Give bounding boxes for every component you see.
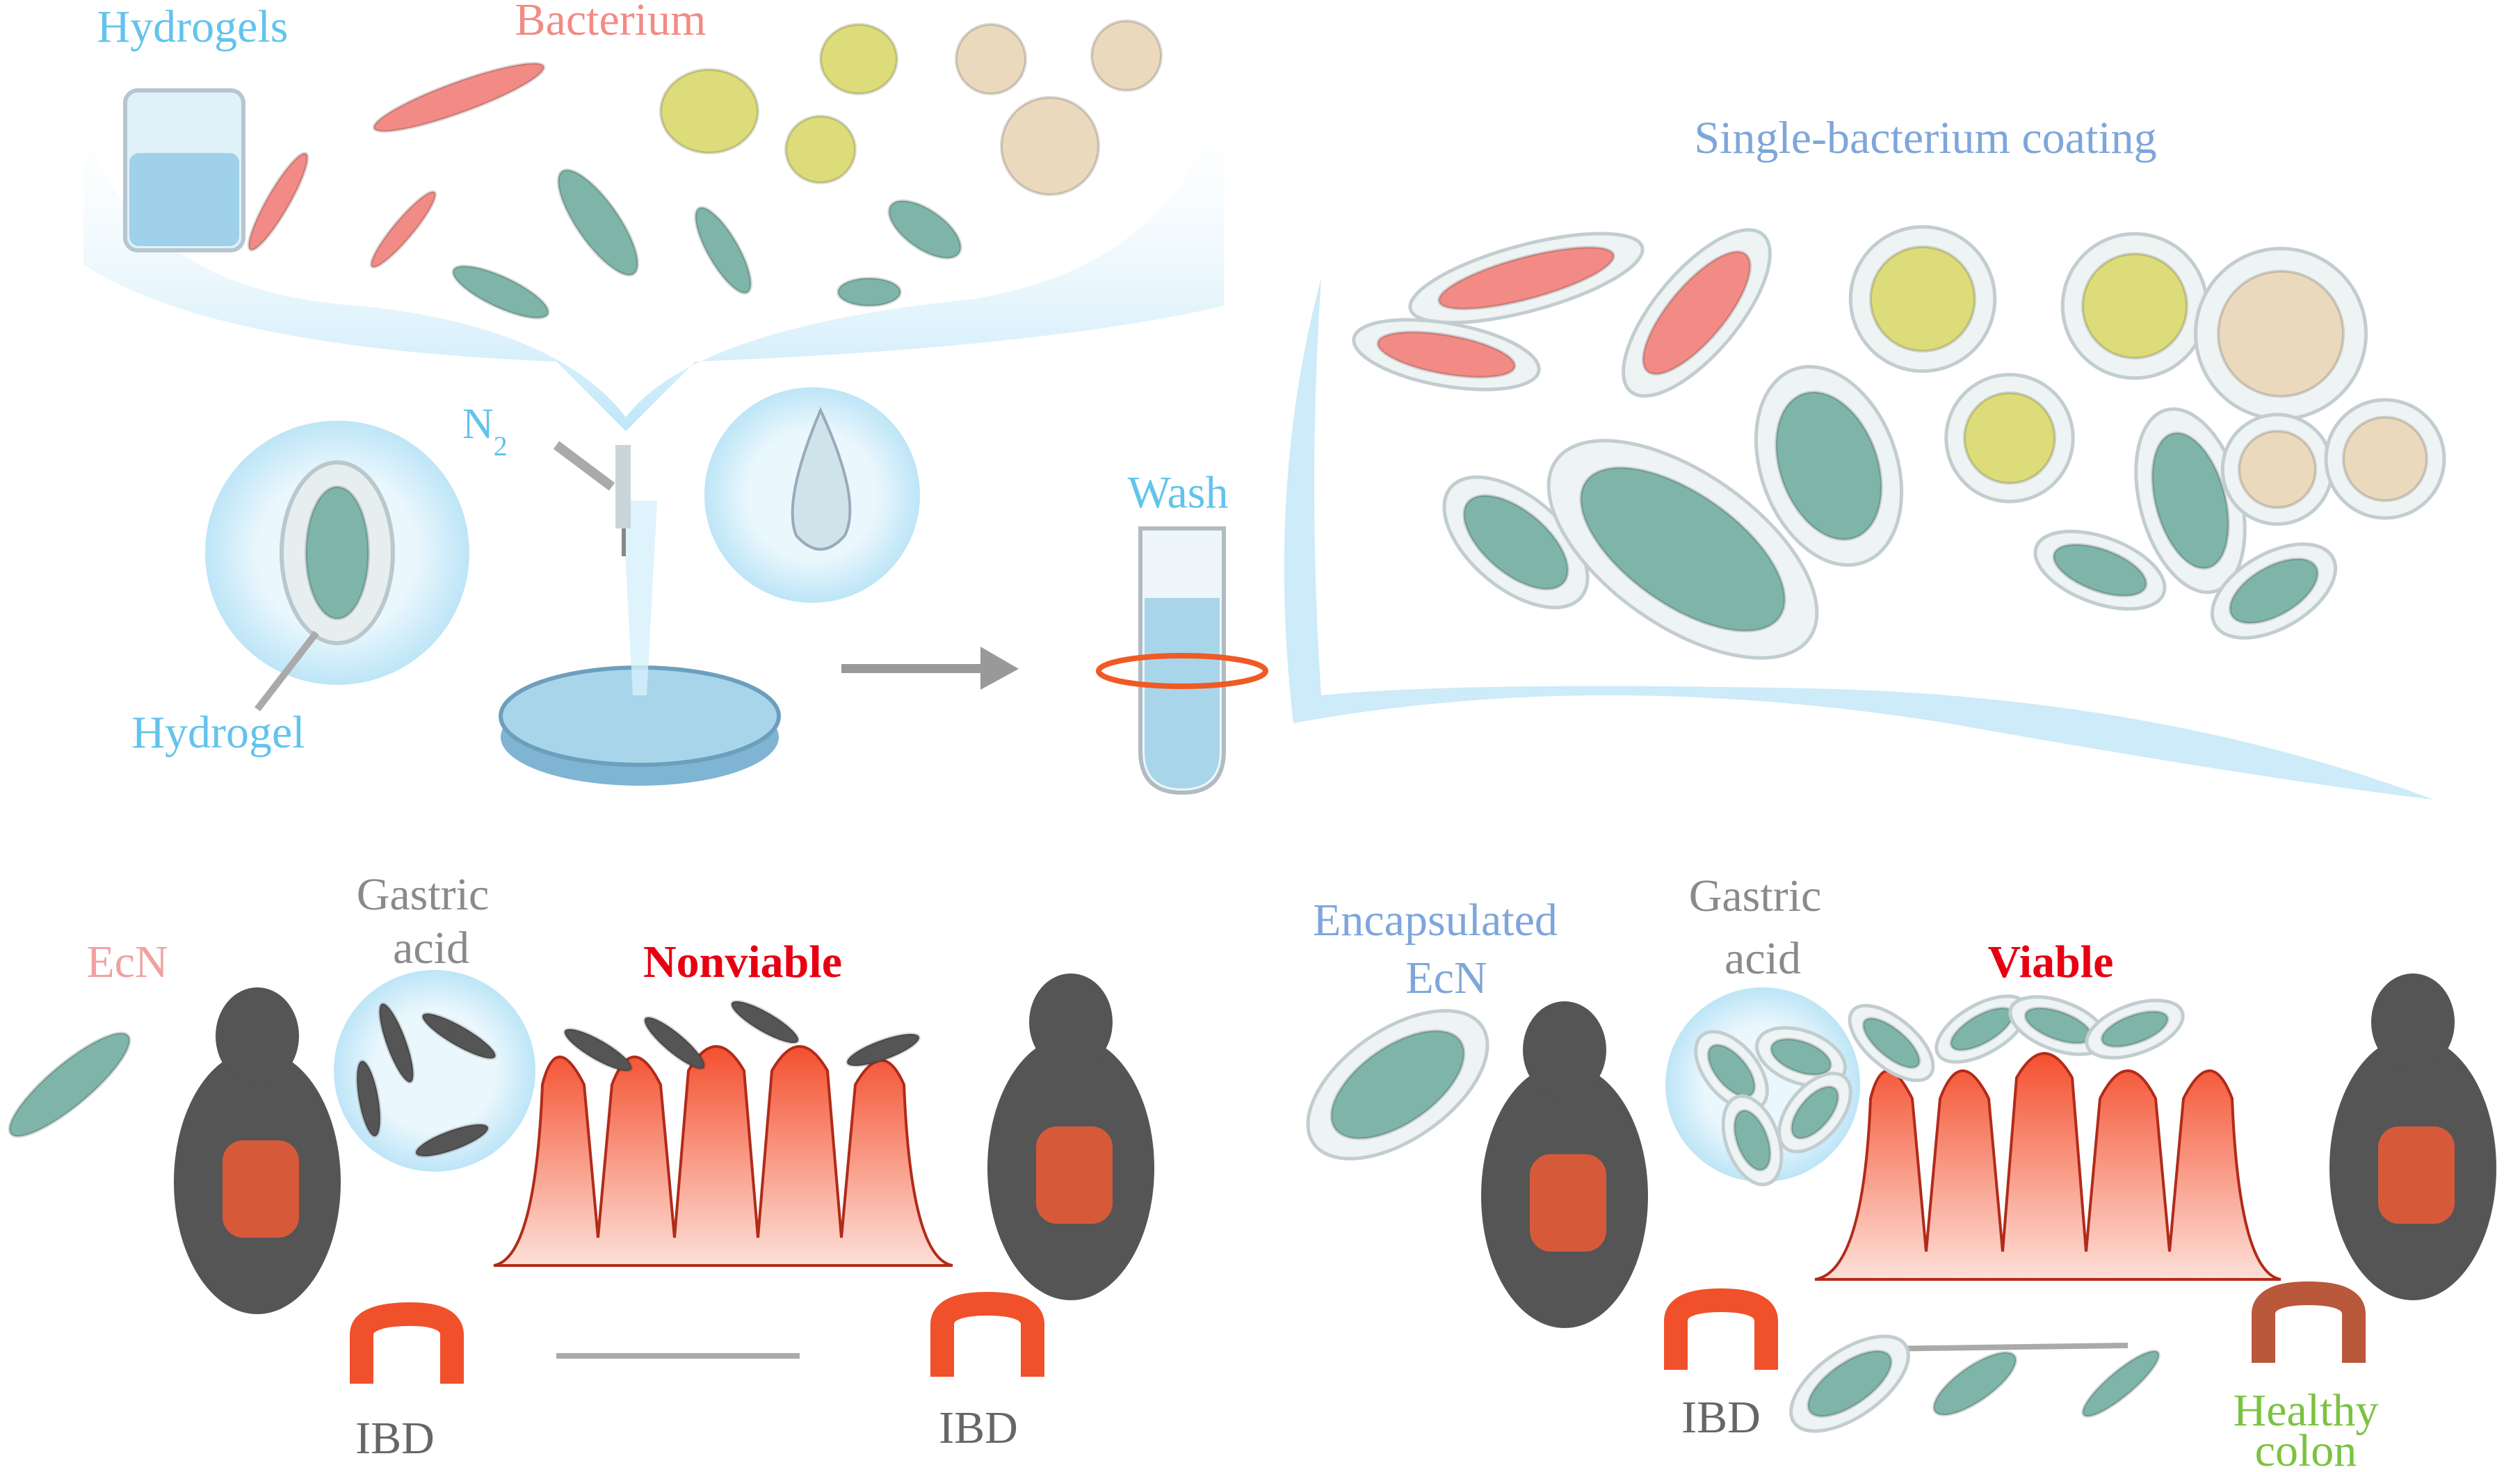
healthy-colon-label-line2: colon: [2255, 1425, 2357, 1472]
coated-microbe-icon: [1944, 373, 2075, 503]
encapsulated-ecn-label-line2: EcN: [1405, 953, 1487, 1003]
coated-bacterium-icon: [1789, 1334, 1910, 1433]
wash-label: Wash: [1128, 467, 1229, 518]
droplet-icon: [791, 407, 852, 551]
bacterium-icon: [369, 190, 437, 269]
ibd-label: IBD: [939, 1402, 1018, 1453]
nonviable-label: Nonviable: [643, 937, 842, 987]
coated-bacterium-icon: [1754, 364, 1904, 567]
beaker-icon: [123, 88, 245, 252]
bacterium-icon: [643, 1016, 706, 1070]
petri-dish-icon: [499, 501, 781, 786]
gastric-acid-label-line1: Gastric: [1689, 871, 1822, 921]
gastric-acid-label-line2: acid: [1725, 933, 1801, 984]
coated-bacterium-icon: [1777, 1071, 1852, 1154]
colon-icon: [1664, 1288, 1778, 1370]
encapsulated-ecn-label-line1: Encapsulated: [1313, 895, 1558, 946]
bacterium-icon: [694, 206, 752, 295]
spray-nozzle-icon: [553, 441, 631, 556]
bacterium-icon: [837, 277, 902, 307]
coated-bacterium-icon: [1546, 439, 1819, 660]
ibd-label: IBD: [1681, 1392, 1761, 1443]
coated-bacterium-icon: [1848, 1003, 1935, 1083]
healthy-colon-icon: [2252, 1281, 2366, 1363]
bacterium-icon: [378, 1002, 415, 1084]
bacterium-icon: [556, 168, 640, 277]
microbe-icon: [819, 23, 898, 95]
microbe-icon: [955, 23, 1027, 95]
ibd-label: IBD: [355, 1413, 435, 1464]
coated-microbe-icon: [2194, 247, 2368, 421]
coated-bacterium-icon: [1694, 1030, 1769, 1112]
hydrogels-label: Hydrogels: [97, 1, 289, 52]
progression-arrow: [1877, 1343, 2129, 1352]
bacterium-icon: [887, 199, 962, 260]
coating-label: Single-bacterium coating: [1694, 113, 2156, 163]
bacterium-icon: [355, 1059, 382, 1138]
bacterium-icon: [2081, 1349, 2160, 1418]
coated-bacterium-icon: [2210, 542, 2338, 640]
gastric-acid-label-line1: Gastric: [357, 869, 490, 920]
coated-microbe-icon: [2220, 412, 2334, 526]
mouse-icon: [2329, 973, 2496, 1300]
coated-bacterium-icon: [1721, 1094, 1784, 1187]
bacterium-icon: [1932, 1350, 2018, 1417]
hydrogel-label: Hydrogel: [131, 707, 305, 758]
coated-bacterium-icon: [2033, 529, 2167, 611]
coated-bacterium-icon: [1352, 318, 1541, 391]
ingredients-swoosh: [83, 83, 1224, 431]
bacterium-icon: [8, 1031, 131, 1138]
coated-bacterium-icon: [1935, 994, 2029, 1064]
viable-label: Viable: [1988, 937, 2114, 987]
hydrogel-pointer-arrow: [255, 630, 319, 712]
n2-label: N2: [462, 401, 508, 462]
coated-microbe-icon: [1848, 225, 1997, 373]
coated-bacterium-icon: [1442, 475, 1590, 610]
mouse-icon: [174, 987, 341, 1314]
colon-icon: [350, 1302, 464, 1384]
bacterium-icon: [451, 264, 550, 320]
villi-nonviable: [493, 1045, 953, 1267]
coated-bacterium-icon: [2085, 998, 2185, 1060]
centrifuge-tube-icon: [1096, 526, 1268, 795]
bacterium-label: Bacterium: [515, 0, 706, 45]
villi-viable: [1814, 1052, 2281, 1281]
bacterium-icon: [563, 1027, 633, 1073]
mouse-icon: [987, 973, 1154, 1300]
coated-microbe-icon: [2324, 398, 2446, 520]
coated-bacterium-icon: [1622, 228, 1772, 398]
coated-bacterium-icon: [2008, 995, 2108, 1056]
bacterium-icon: [846, 1033, 921, 1067]
bacterium-icon: [729, 999, 800, 1045]
coating-swoosh: [1284, 278, 2434, 800]
coated-bacterium-icon: [1408, 232, 1645, 325]
process-arrow: [841, 647, 1019, 690]
healthy-colon-label-line1: Healthy: [2234, 1385, 2379, 1436]
bacterium-icon: [305, 485, 370, 620]
n2-subscript: 2: [494, 430, 508, 462]
microbe-icon: [1000, 96, 1100, 196]
bacterium-icon: [247, 152, 309, 252]
coated-microbe-icon: [2060, 232, 2209, 380]
microbe-icon: [659, 68, 759, 154]
microbe-icon: [1090, 19, 1163, 92]
coated-bacterium-icon: [1306, 1009, 1489, 1160]
bacterium-icon: [414, 1123, 490, 1158]
gastric-acid-label-line2: acid: [393, 923, 469, 973]
ecn-label: EcN: [86, 937, 168, 987]
mouse-icon: [1481, 1001, 1648, 1328]
coated-bacterium-icon: [2134, 407, 2247, 595]
bacterium-icon: [421, 1012, 497, 1060]
colon-icon: [930, 1291, 1044, 1377]
bacterium-icon: [372, 61, 546, 134]
coated-bacterium-icon: [1754, 1026, 1848, 1088]
microbe-icon: [784, 115, 857, 184]
